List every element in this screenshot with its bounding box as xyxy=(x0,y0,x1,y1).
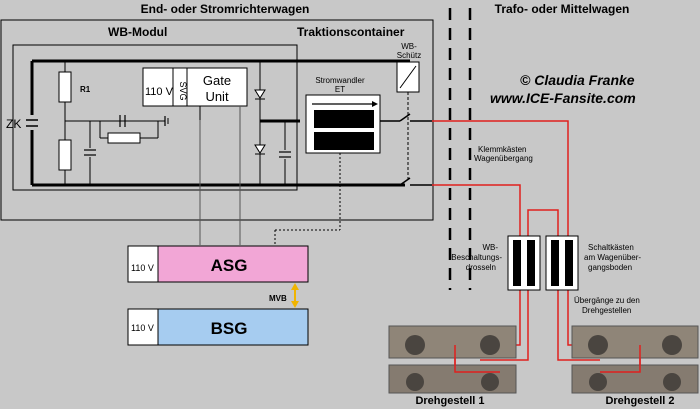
thyristor-icon xyxy=(254,144,266,154)
wb-besch-label-2: Beschaltungs- xyxy=(451,253,502,262)
r1-resistor xyxy=(58,71,72,103)
arrow-up-icon xyxy=(291,283,299,290)
contact-bottom xyxy=(399,177,411,186)
stromwandler-label-2: ET xyxy=(335,85,345,94)
right-wagon-title: Trafo- oder Mittelwagen xyxy=(495,2,630,16)
stromwandler-core-top xyxy=(314,110,374,128)
drehgestell-2-label: Drehgestell 2 xyxy=(605,395,674,407)
asg-110v-label: 110 V xyxy=(131,263,154,273)
traktionscontainer-label: Traktionscontainer xyxy=(297,25,405,39)
r1-label: R1 xyxy=(80,85,91,94)
stromwandler-core-bottom xyxy=(314,132,374,150)
bsg-box xyxy=(157,308,309,346)
klemm-label-2: Wagenübergang xyxy=(474,154,533,163)
drossel-left xyxy=(507,235,541,291)
arrow-down-icon xyxy=(291,301,299,308)
wb-modul-frame xyxy=(12,44,298,191)
wb-modul-label: WB-Modul xyxy=(108,25,167,39)
drehgestell-2-photo xyxy=(571,325,699,394)
asg-label: ASG xyxy=(211,256,248,275)
schalt-label-3: gangsboden xyxy=(588,263,632,272)
wb-schuetz-label-1: WB- xyxy=(401,42,417,51)
svg-label: SVG xyxy=(178,81,188,100)
schalt-label-1: Schaltkästen xyxy=(588,243,634,252)
bsg-110v-label: 110 V xyxy=(131,323,154,333)
resistor-lower xyxy=(58,139,72,171)
left-wagon-title: End- oder Stromrichterwagen xyxy=(141,2,310,16)
stromwandler-label-1: Stromwandler xyxy=(315,76,365,85)
drehgestell-1-photo xyxy=(388,325,517,394)
arrow-right-icon xyxy=(372,101,378,107)
v110-box xyxy=(142,67,174,107)
v110-top-label: 110 V xyxy=(145,86,174,98)
wb-schuetz-label-2: Schütz xyxy=(397,51,421,60)
schalt-label-2: am Wagenüber- xyxy=(584,253,641,262)
uebergaenge-label-2: Drehgestellen xyxy=(582,306,631,315)
bsg-110v-box xyxy=(127,308,159,346)
branch-resistor xyxy=(107,132,141,144)
zk-label: ZK xyxy=(6,117,21,131)
contact-top xyxy=(399,113,411,122)
gate-unit-label-1: Gate xyxy=(203,73,231,88)
wb-besch-label-1: WB- xyxy=(482,243,498,252)
uebergaenge-label-1: Übergänge zu den xyxy=(574,296,640,305)
drossel-right xyxy=(545,235,579,291)
diode-icon xyxy=(254,89,266,99)
wagon-frame xyxy=(0,19,434,221)
wb-besch-label-3: drosseln xyxy=(466,263,496,272)
bsg-label: BSG xyxy=(211,319,248,338)
asg-box xyxy=(157,245,309,283)
copyright-text: © Claudia Franke xyxy=(520,72,635,88)
drehgestell-1-label: Drehgestell 1 xyxy=(415,395,484,407)
website-text: www.ICE-Fansite.com xyxy=(490,90,636,106)
klemm-label-1: Klemmkästen xyxy=(478,145,526,154)
gate-unit-label-2: Unit xyxy=(205,89,229,104)
mvb-label: MVB xyxy=(269,294,287,303)
gate-unit xyxy=(186,67,248,107)
